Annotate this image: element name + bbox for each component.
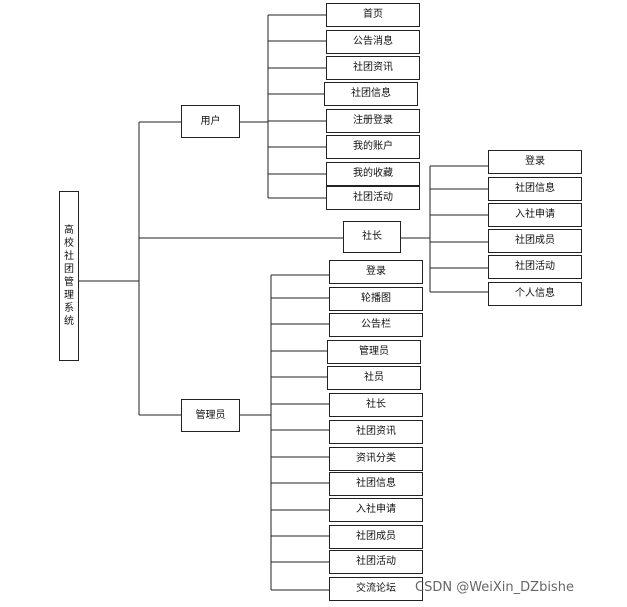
item-label: 管理员 xyxy=(359,346,389,357)
admin-item-bulletin: 公告栏 xyxy=(329,313,423,337)
leader-item-personal-info: 个人信息 xyxy=(488,282,582,306)
item-label: 入社申请 xyxy=(356,504,396,515)
item-label: 社团成员 xyxy=(356,531,396,542)
item-label: 资讯分类 xyxy=(356,453,396,464)
admin-item-club-news: 社团资讯 xyxy=(329,420,423,444)
item-label: 注册登录 xyxy=(353,115,393,126)
user-item-my-account: 我的账户 xyxy=(326,135,420,159)
role-user-node: 用户 xyxy=(181,105,240,138)
item-label: 登录 xyxy=(366,266,386,277)
user-item-my-favorites: 我的收藏 xyxy=(326,162,420,186)
item-label: 社团成员 xyxy=(515,235,555,246)
role-leader-label: 社长 xyxy=(362,231,382,242)
item-label: 社团活动 xyxy=(353,192,393,203)
item-label: 公告栏 xyxy=(361,319,391,330)
item-label: 轮播图 xyxy=(361,293,391,304)
role-user-label: 用户 xyxy=(200,115,221,127)
item-label: 个人信息 xyxy=(515,288,555,299)
item-label: 社员 xyxy=(364,372,384,383)
admin-item-leaders: 社长 xyxy=(329,393,423,417)
item-label: 社团信息 xyxy=(351,88,391,99)
item-label: 首页 xyxy=(363,9,383,20)
user-item-notices: 公告消息 xyxy=(326,30,420,54)
leader-item-club-info: 社团信息 xyxy=(488,177,582,201)
user-item-club-info: 社团信息 xyxy=(324,82,418,106)
leader-item-login: 登录 xyxy=(488,150,582,174)
root-node: 高校社团管理系统 xyxy=(59,191,79,361)
admin-item-carousel: 轮播图 xyxy=(329,287,423,311)
admin-item-activities: 社团活动 xyxy=(329,550,423,574)
item-label: 社长 xyxy=(366,399,386,410)
leader-item-members: 社团成员 xyxy=(488,229,582,253)
admin-item-login: 登录 xyxy=(329,260,423,284)
role-admin-label: 管理员 xyxy=(195,409,226,421)
leader-item-activities: 社团活动 xyxy=(488,255,582,279)
admin-item-admins: 管理员 xyxy=(327,340,421,364)
item-label: 入社申请 xyxy=(515,209,555,220)
role-admin-node: 管理员 xyxy=(181,399,240,432)
item-label: 公告消息 xyxy=(353,36,393,47)
user-item-home: 首页 xyxy=(326,3,420,27)
item-label: 社团活动 xyxy=(515,261,555,272)
admin-item-club-members: 社团成员 xyxy=(329,525,423,549)
item-label: 社团信息 xyxy=(356,478,396,489)
item-label: 我的收藏 xyxy=(353,168,393,179)
admin-item-news-category: 资讯分类 xyxy=(329,447,423,471)
leader-item-join-request: 入社申请 xyxy=(488,203,582,227)
user-item-club-activities: 社团活动 xyxy=(326,186,420,210)
item-label: 交流论坛 xyxy=(356,583,396,594)
item-label: 社团资讯 xyxy=(353,62,393,73)
item-label: 登录 xyxy=(525,156,545,167)
user-item-register-login: 注册登录 xyxy=(326,109,420,133)
user-item-club-news: 社团资讯 xyxy=(326,56,420,80)
item-label: 社团资讯 xyxy=(356,426,396,437)
admin-item-forum: 交流论坛 xyxy=(329,577,423,601)
admin-item-join-request: 入社申请 xyxy=(329,498,423,522)
role-leader-node: 社长 xyxy=(343,221,401,253)
item-label: 社团活动 xyxy=(356,556,396,567)
admin-item-club-info: 社团信息 xyxy=(329,472,423,496)
item-label: 社团信息 xyxy=(515,183,555,194)
root-label: 高校社团管理系统 xyxy=(64,225,74,327)
admin-item-members: 社员 xyxy=(327,366,421,390)
item-label: 我的账户 xyxy=(353,141,393,152)
watermark: CSDN @WeiXin_DZbishe xyxy=(415,580,574,595)
